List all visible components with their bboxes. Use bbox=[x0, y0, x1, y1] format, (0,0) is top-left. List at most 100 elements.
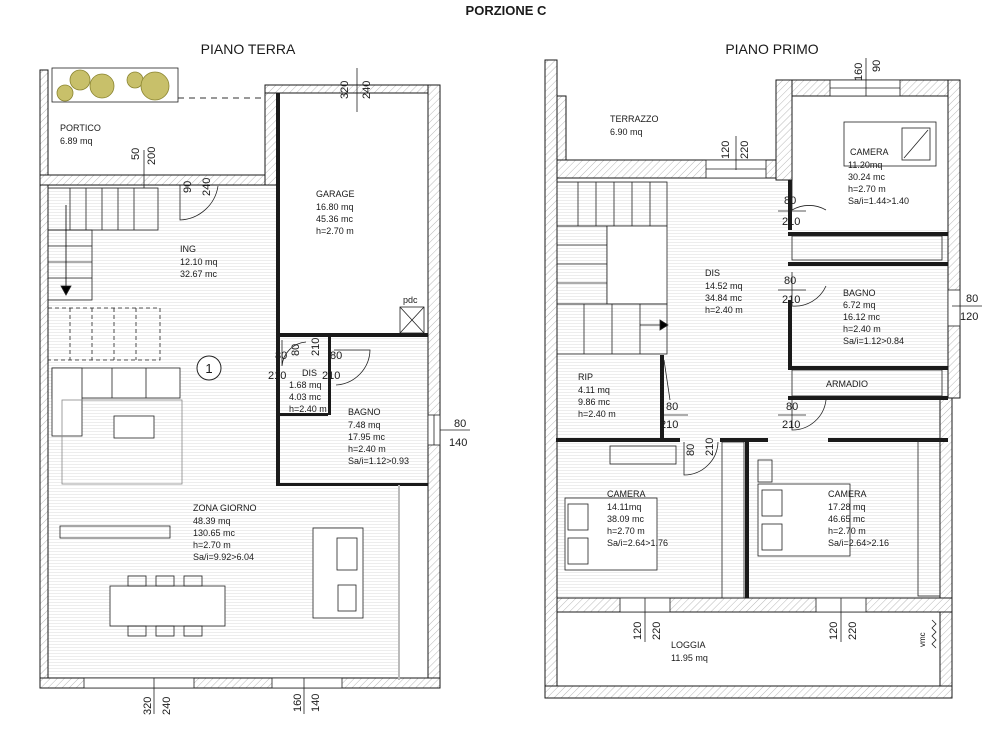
plan-title-first: PIANO PRIMO bbox=[725, 41, 818, 57]
svg-text:120: 120 bbox=[632, 622, 644, 640]
dims-first: 160 90 120 220 80 210 80 210 80 120 80 2… bbox=[632, 58, 982, 642]
wall-east-lower bbox=[939, 397, 953, 607]
svg-text:BAGNO: BAGNO bbox=[348, 407, 381, 417]
svg-text:210: 210 bbox=[782, 294, 800, 306]
svg-text:11.95 mq: 11.95 mq bbox=[671, 653, 708, 663]
wall-east-first bbox=[947, 79, 961, 399]
svg-text:Sa/i=2.64>1.76: Sa/i=2.64>1.76 bbox=[607, 538, 668, 548]
wall-south-first bbox=[544, 685, 953, 699]
wall-loggia-east bbox=[939, 611, 953, 687]
page-title: PORZIONE C bbox=[466, 3, 548, 18]
room-portico: PORTICO 6.89 mq bbox=[60, 123, 101, 146]
svg-text:6.90 mq: 6.90 mq bbox=[610, 127, 643, 137]
svg-text:6.72 mq: 6.72 mq bbox=[843, 300, 876, 310]
label-pdc: pdc bbox=[403, 295, 418, 305]
svg-text:h=2.40 m: h=2.40 m bbox=[348, 444, 386, 454]
wall-west-first bbox=[544, 59, 558, 699]
svg-text:140: 140 bbox=[310, 694, 322, 712]
svg-text:BAGNO: BAGNO bbox=[843, 288, 876, 298]
svg-text:h=2.40 m: h=2.40 m bbox=[289, 404, 327, 414]
wall-terrace-east bbox=[775, 79, 793, 181]
svg-text:Sa/i=1.12>0.84: Sa/i=1.12>0.84 bbox=[843, 336, 904, 346]
svg-text:h=2.70 m: h=2.70 m bbox=[848, 184, 886, 194]
svg-text:h=2.70 m: h=2.70 m bbox=[316, 226, 354, 236]
room-loggia: LOGGIA 11.95 mq bbox=[671, 640, 708, 663]
room-dis-first: DIS 14.52 mq 34.84 mc h=2.40 m bbox=[705, 268, 743, 315]
svg-text:240: 240 bbox=[201, 178, 213, 196]
dims-ground: 320 240 50 200 90 240 80 80 210 80 210 2… bbox=[130, 68, 470, 715]
svg-text:h=2.70 m: h=2.70 m bbox=[607, 526, 645, 536]
camera1-door bbox=[791, 180, 827, 211]
svg-text:DIS: DIS bbox=[302, 368, 317, 378]
svg-text:17.95 mc: 17.95 mc bbox=[348, 432, 386, 442]
label-marker-1: 1 bbox=[205, 361, 212, 376]
bed-camera2 bbox=[564, 497, 658, 571]
first-floor-plan: TERRAZZO 6.90 mq CAMERA 11.20mq 30.24 mc… bbox=[544, 58, 982, 699]
wall-west bbox=[39, 69, 49, 679]
stairs-ground bbox=[47, 187, 161, 361]
svg-text:210: 210 bbox=[310, 338, 322, 356]
svg-text:GARAGE: GARAGE bbox=[316, 189, 355, 199]
svg-text:80: 80 bbox=[786, 401, 798, 413]
svg-text:12.10 mq: 12.10 mq bbox=[180, 257, 218, 267]
bath-door bbox=[334, 349, 371, 386]
room-camera-2: CAMERA 14.11mq 38.09 mc h=2.70 m Sa/i=2.… bbox=[607, 489, 668, 548]
terrace-floor bbox=[566, 90, 774, 160]
svg-text:4.03 mc: 4.03 mc bbox=[289, 392, 322, 402]
dis-door bbox=[281, 340, 307, 367]
wall-dis-south bbox=[276, 413, 328, 416]
wardrobe-armadio bbox=[791, 369, 943, 397]
wall-east bbox=[427, 84, 441, 686]
svg-text:160: 160 bbox=[292, 694, 304, 712]
south-window-1 bbox=[83, 677, 195, 689]
svg-text:210: 210 bbox=[782, 216, 800, 228]
interior-walls-first bbox=[556, 180, 948, 598]
svg-text:120: 120 bbox=[960, 311, 978, 323]
wall-bath-west bbox=[276, 337, 280, 485]
svg-text:h=2.40 m: h=2.40 m bbox=[578, 409, 616, 419]
svg-text:PORTICO: PORTICO bbox=[60, 123, 101, 133]
stairs-first bbox=[556, 181, 669, 355]
room-ing: ING 12.10 mq 32.67 mc bbox=[180, 244, 218, 279]
wall-south bbox=[39, 677, 441, 689]
svg-text:Sa/i=9.92>6.04: Sa/i=9.92>6.04 bbox=[193, 552, 254, 562]
bath-door-first bbox=[791, 272, 827, 307]
wall-dis-east bbox=[328, 337, 331, 415]
plants bbox=[56, 69, 170, 102]
svg-text:220: 220 bbox=[651, 622, 663, 640]
svg-text:320: 320 bbox=[339, 81, 351, 99]
svg-text:48.39 mq: 48.39 mq bbox=[193, 516, 231, 526]
svg-text:200: 200 bbox=[146, 147, 158, 165]
bed-camera1 bbox=[843, 121, 937, 167]
desk-camera2 bbox=[609, 445, 677, 465]
svg-text:130.65 mc: 130.65 mc bbox=[193, 528, 236, 538]
svg-text:210: 210 bbox=[782, 419, 800, 431]
svg-text:46.65 mc: 46.65 mc bbox=[828, 514, 866, 524]
planter bbox=[51, 67, 179, 103]
svg-text:7.48 mq: 7.48 mq bbox=[348, 420, 381, 430]
dining-table bbox=[109, 575, 226, 637]
room-camera-1: CAMERA 11.20mq 30.24 mc h=2.70 m Sa/i=1.… bbox=[848, 147, 909, 206]
wardrobe-camera3 bbox=[917, 439, 941, 597]
svg-text:210: 210 bbox=[660, 419, 678, 431]
svg-text:Sa/i=1.12>0.93: Sa/i=1.12>0.93 bbox=[348, 456, 409, 466]
svg-text:Sa/i=2.64>2.16: Sa/i=2.64>2.16 bbox=[828, 538, 889, 548]
armadio-door bbox=[791, 399, 827, 431]
svg-text:CAMERA: CAMERA bbox=[850, 147, 889, 157]
svg-text:160: 160 bbox=[853, 63, 865, 81]
wall-bath-south bbox=[276, 483, 428, 486]
svg-text:80: 80 bbox=[784, 195, 796, 207]
wall-garage-west bbox=[264, 84, 278, 186]
svg-text:CAMERA: CAMERA bbox=[828, 489, 867, 499]
room-bagno-ground: BAGNO 7.48 mq 17.95 mc h=2.40 m Sa/i=1.1… bbox=[348, 407, 409, 466]
nightstand bbox=[757, 459, 773, 483]
wardrobe-corridor bbox=[721, 441, 745, 599]
svg-text:1.68 mq: 1.68 mq bbox=[289, 380, 322, 390]
room-bagno-first: BAGNO 6.72 mq 16.12 mc h=2.40 m Sa/i=1.1… bbox=[843, 288, 904, 346]
svg-text:240: 240 bbox=[361, 81, 373, 99]
svg-text:38.09 mc: 38.09 mc bbox=[607, 514, 645, 524]
svg-text:34.84 mc: 34.84 mc bbox=[705, 293, 743, 303]
svg-text:h=2.70 m: h=2.70 m bbox=[828, 526, 866, 536]
wall-garage-ing bbox=[276, 93, 280, 333]
